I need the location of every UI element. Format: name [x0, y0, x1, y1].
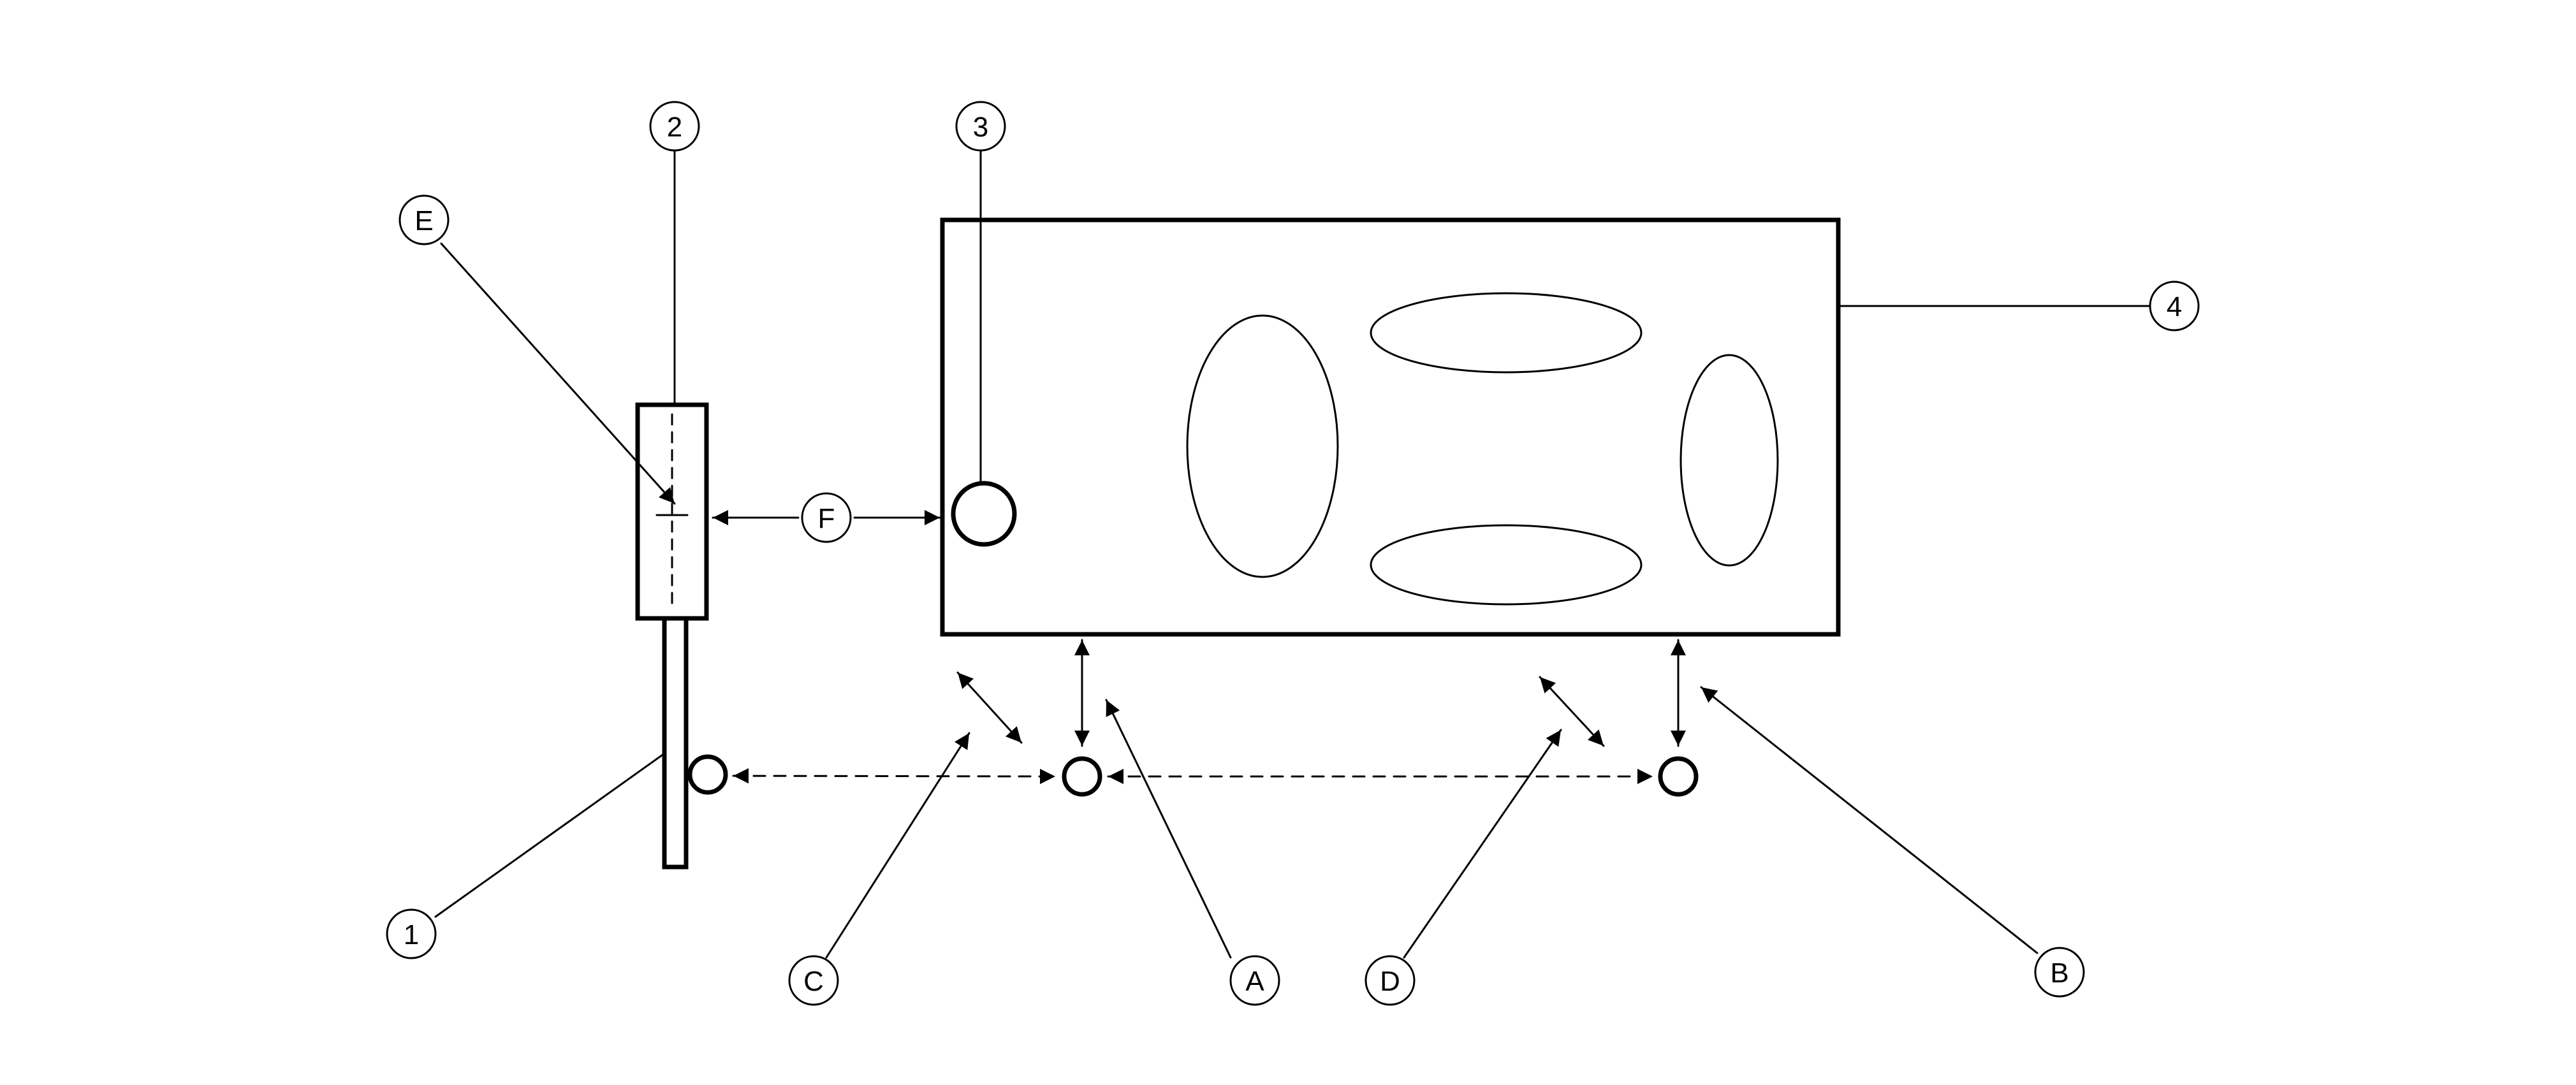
svg-text:1: 1 [404, 919, 419, 950]
callout-4: 4 [2149, 280, 2200, 331]
callout-1: 1 [386, 908, 437, 959]
svg-text:E: E [414, 205, 433, 237]
leader-c [825, 732, 970, 959]
callout-b: B [2034, 947, 2085, 998]
svg-text:A: A [1245, 966, 1264, 997]
component-4-body [940, 217, 1841, 637]
callout-3: 3 [955, 101, 1006, 152]
leader-a [1105, 699, 1232, 959]
callout-a: A [1229, 955, 1280, 1006]
leader-1 [434, 752, 666, 918]
leader-e [440, 242, 676, 505]
callout-2: 2 [649, 101, 700, 152]
component-2-housing [635, 402, 709, 621]
dimension-c-arrow [956, 671, 1023, 744]
reference-point-right [1658, 756, 1699, 797]
svg-text:C: C [803, 966, 824, 997]
svg-text:F: F [818, 503, 835, 534]
reference-point-center [1062, 756, 1102, 797]
svg-text:B: B [2050, 958, 2068, 989]
svg-text:2: 2 [667, 112, 682, 143]
callout-f: F [801, 492, 852, 543]
leader-b [1700, 686, 2038, 954]
callout-d: D [1365, 955, 1416, 1006]
callout-e: E [399, 194, 450, 245]
component-3-circle [951, 481, 1017, 547]
reference-point-left [687, 754, 728, 795]
svg-text:D: D [1380, 966, 1400, 997]
callout-c: C [788, 955, 839, 1006]
component-1-rod [662, 616, 689, 870]
leader-d [1403, 729, 1562, 959]
svg-text:4: 4 [2167, 291, 2182, 323]
svg-text:3: 3 [973, 112, 988, 143]
dimension-d-arrow [1539, 676, 1605, 747]
